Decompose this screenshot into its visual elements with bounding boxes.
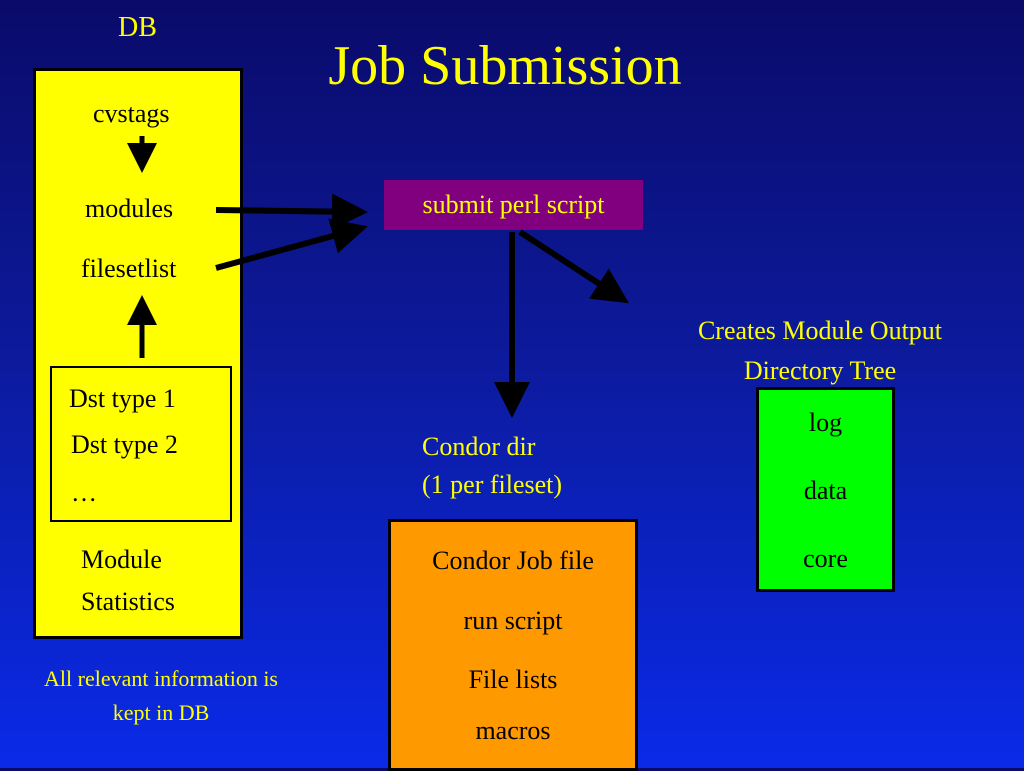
cvstags-label: cvstags bbox=[93, 99, 170, 128]
condor-dir-line1: Condor dir bbox=[422, 432, 536, 461]
db-note-line2: kept in DB bbox=[112, 700, 210, 725]
module-statistics-line2: Statistics bbox=[81, 587, 175, 616]
filesetlist-label: filesetlist bbox=[81, 254, 177, 283]
modules-label: modules bbox=[85, 194, 174, 223]
condor-dir-box: Condor Job file run script File lists ma… bbox=[388, 519, 638, 771]
dst-type-2: Dst type 2 bbox=[71, 430, 178, 459]
dst-types-box: Dst type 1 Dst type 2 … bbox=[50, 366, 232, 522]
db-note: All relevant information is kept in DB bbox=[0, 662, 322, 730]
arrow-submit-to-output bbox=[518, 229, 630, 304]
submit-perl-script-box: submit perl script bbox=[384, 180, 643, 230]
dst-type-1: Dst type 1 bbox=[69, 384, 176, 413]
dst-type-more: … bbox=[71, 478, 97, 507]
module-statistics-line1: Module bbox=[81, 545, 162, 574]
condor-job-file: Condor Job file bbox=[432, 546, 594, 575]
slide-title: Job Submission bbox=[328, 35, 682, 97]
run-script: run script bbox=[463, 606, 563, 635]
output-tree-label: Creates Module Output Directory Tree bbox=[640, 311, 1000, 391]
output-log: log bbox=[808, 408, 843, 437]
file-lists: File lists bbox=[468, 665, 558, 694]
arrow-filesetlist-to-submit bbox=[215, 218, 368, 271]
arrow-modules-to-submit bbox=[215, 193, 368, 230]
output-dir-box: log data core bbox=[756, 387, 895, 592]
db-label: DB bbox=[118, 12, 157, 43]
condor-dir-line2: (1 per fileset) bbox=[422, 470, 563, 499]
output-data: data bbox=[803, 476, 848, 505]
output-tree-line2: Directory Tree bbox=[743, 356, 897, 385]
db-box: cvstags modules filesetlist Module Stati… bbox=[33, 68, 243, 639]
db-note-line1: All relevant information is bbox=[44, 666, 278, 691]
output-tree-line1: Creates Module Output bbox=[697, 316, 943, 345]
macros: macros bbox=[475, 716, 551, 745]
output-core: core bbox=[803, 544, 848, 573]
condor-dir-label: Condor dir (1 per fileset) bbox=[422, 428, 562, 504]
